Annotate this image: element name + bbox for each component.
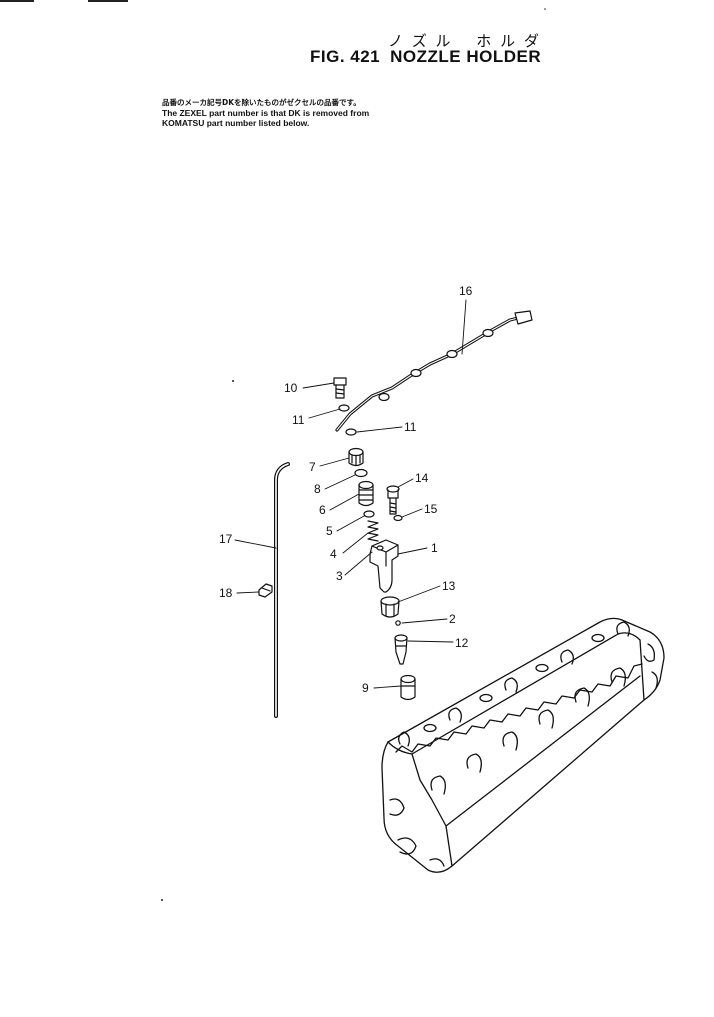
callout-15: 15 xyxy=(424,502,438,516)
cap-nut-part-7 xyxy=(348,447,364,467)
note-english-2: KOMATSU part number listed below. xyxy=(162,118,310,128)
clamp-part-18 xyxy=(258,583,273,598)
washer-part-11-lower xyxy=(345,428,357,436)
callout-7: 7 xyxy=(309,460,316,474)
top-rule-left xyxy=(0,0,34,2)
part-number-note: 品番のメーカ記号DKを除いたものがゼクセルの品番です。 The ZEXEL pa… xyxy=(162,98,369,128)
pin-part-2 xyxy=(395,620,401,626)
callout-10: 10 xyxy=(284,381,298,395)
callout-12: 12 xyxy=(455,636,469,650)
callout-5: 5 xyxy=(326,524,333,538)
washer-part-11-upper xyxy=(338,404,350,412)
callout-6: 6 xyxy=(319,503,326,517)
retaining-nut-part-13 xyxy=(380,596,400,618)
washer-part-8 xyxy=(354,468,368,478)
top-rule-right xyxy=(88,0,128,2)
figure-name: NOZZLE HOLDER xyxy=(390,47,542,66)
spring-part-4 xyxy=(367,520,379,542)
callout-13: 13 xyxy=(442,579,456,593)
figure-title: FIG. 421 NOZZLE HOLDER xyxy=(310,47,541,67)
scan-specks xyxy=(161,8,546,901)
bolt-part-10 xyxy=(333,377,347,399)
return-tube-part-17 xyxy=(274,462,290,718)
callout-9: 9 xyxy=(362,681,369,695)
cylinder-head xyxy=(381,617,665,873)
callout-11-upper: 11 xyxy=(292,413,305,427)
callout-11-lower: 11 xyxy=(404,420,417,434)
nut-part-6 xyxy=(358,480,374,507)
note-japanese: 品番のメーカ記号DKを除いたものがゼクセルの品番です。 xyxy=(162,98,361,107)
washer-part-15 xyxy=(393,514,403,522)
sleeve-part-9 xyxy=(400,674,416,701)
fuel-pipe-part-16 xyxy=(335,310,533,432)
bolt-part-14 xyxy=(386,485,400,515)
title-japanese: ノ ズ ル ホ ル ダ xyxy=(388,32,541,50)
callout-18: 18 xyxy=(219,586,233,600)
callout-2: 2 xyxy=(449,612,456,626)
callout-labels: 16 10 11 11 7 14 8 6 15 5 17 1 4 3 13 18… xyxy=(219,284,473,695)
nozzle-holder-body-part-1 xyxy=(369,539,399,593)
callout-16: 16 xyxy=(459,284,473,298)
callout-1: 1 xyxy=(431,541,438,555)
figure-number: FIG. 421 xyxy=(310,47,381,66)
callout-4: 4 xyxy=(330,547,337,561)
washer-part-5 xyxy=(363,510,375,518)
callout-14: 14 xyxy=(415,471,429,485)
callout-17: 17 xyxy=(219,532,233,546)
nozzle-part-12 xyxy=(394,634,408,665)
callout-8: 8 xyxy=(314,482,321,496)
leader-lines xyxy=(234,299,467,689)
callout-3: 3 xyxy=(336,569,343,583)
note-english-1: The ZEXEL part number is that DK is remo… xyxy=(162,108,370,118)
